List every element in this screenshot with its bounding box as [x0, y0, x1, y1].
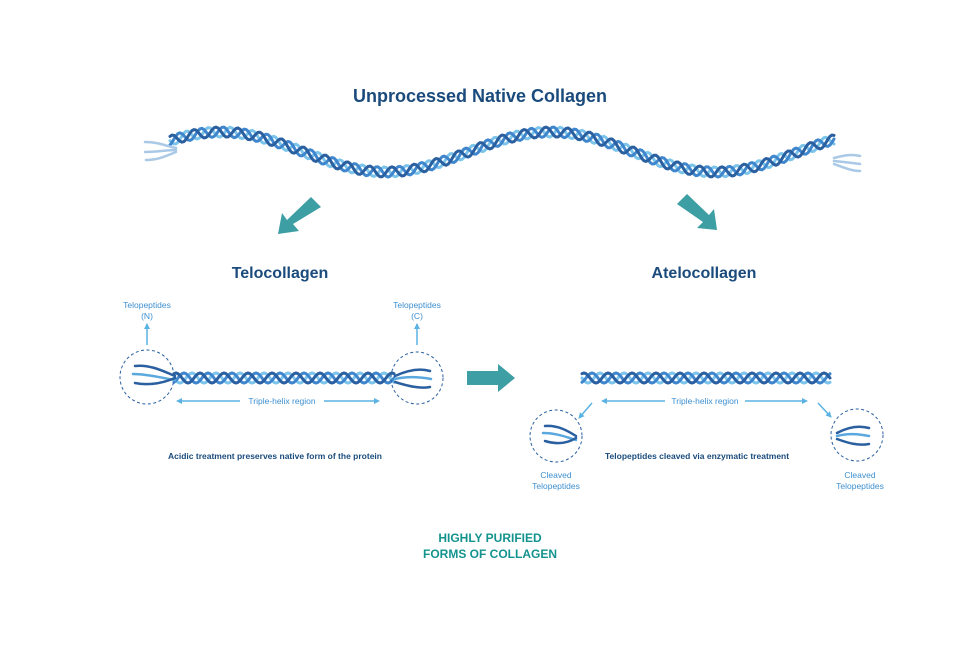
frayed-telopeptide-end	[832, 159, 862, 166]
frayed-telopeptide-end	[832, 153, 862, 160]
page-title: Unprocessed Native Collagen	[352, 86, 608, 106]
helix-strand	[168, 125, 836, 179]
atelocollagen-helix	[580, 371, 832, 385]
cleaved-telopeptides-right-label: Cleaved Telopeptides	[836, 470, 884, 491]
telopeptides-n-label: Telopeptides (N)	[123, 300, 171, 321]
arrow-to-telocollagen	[278, 197, 321, 234]
atelocollagen-title: Atelocollagen	[651, 265, 757, 282]
footer-purified-label: HIGHLY PURIFIED FORMS OF COLLAGEN	[423, 531, 557, 561]
telopeptide-n-circle	[119, 349, 177, 405]
cleaved-telopeptides-left-label: Cleaved Telopeptides	[532, 470, 580, 491]
telopeptides-c-label: Telopeptides (C)	[393, 300, 441, 321]
telocollagen-caption: Acidic treatment preserves native form o…	[168, 451, 382, 461]
frayed-telopeptide-end	[143, 140, 178, 150]
frayed-telopeptide-end	[832, 162, 862, 173]
telo-region-label: Triple-helix region	[248, 396, 316, 406]
native-collagen-fiber	[143, 125, 862, 179]
helix-strand	[580, 371, 832, 385]
cleaved-telopeptide-right-circle	[830, 408, 884, 462]
telopeptide-c-circle	[390, 351, 444, 405]
cleaved-telopeptide-left-circle	[529, 409, 583, 463]
frayed-telopeptide-end	[143, 148, 178, 154]
atelocollagen-caption: Telopeptides cleaved via enzymatic treat…	[605, 451, 790, 461]
telocollagen-title: Telocollagen	[231, 265, 329, 282]
process-arrow	[467, 364, 515, 392]
cleave-arrow-left	[578, 402, 593, 419]
telocollagen-helix	[172, 371, 396, 385]
helix-strand	[168, 125, 836, 179]
arrow-to-atelocollagen	[677, 194, 717, 230]
telo-region-arrow	[176, 398, 380, 404]
helix-strand	[172, 371, 396, 385]
helix-strand	[172, 371, 396, 385]
atelo-region-arrow	[601, 398, 808, 404]
frayed-telopeptide-end	[144, 150, 178, 162]
cleave-arrow-right	[817, 402, 832, 418]
atelo-region-label: Triple-helix region	[671, 396, 739, 406]
